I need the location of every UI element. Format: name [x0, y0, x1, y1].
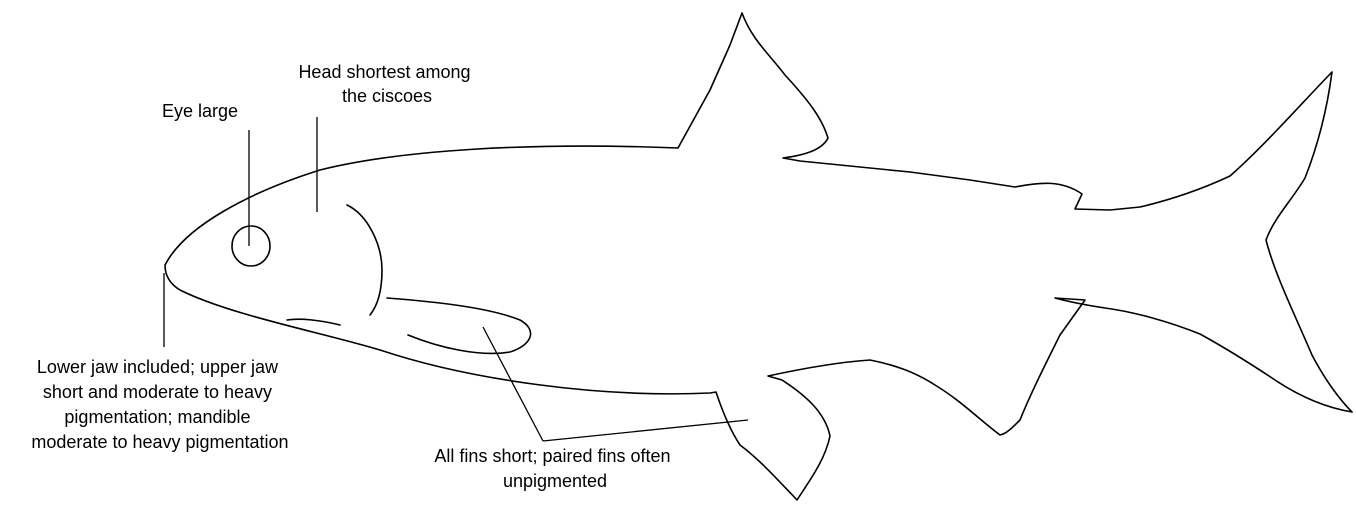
jaw-line-outline — [287, 319, 340, 325]
jaw-label-line-3: pigmentation; mandible — [64, 407, 250, 427]
jaw-label-line-4: moderate to heavy pigmentation — [31, 432, 288, 452]
fins-label-line-2: unpigmented — [503, 471, 607, 491]
jaw-label-line-2: short and moderate to heavy — [43, 382, 272, 402]
pectoral-fin-outline — [387, 298, 531, 353]
jaw-label-line-1: Lower jaw included; upper jaw — [37, 357, 279, 377]
fins-label: All fins short; paired fins often unpigm… — [434, 446, 675, 491]
head-label-line-2: the ciscoes — [342, 86, 432, 106]
gill-cover-outline — [347, 205, 382, 315]
eye-label-line: Eye large — [162, 101, 238, 121]
jaw-label: Lower jaw included; upper jaw short and … — [31, 357, 288, 452]
eye-outline — [232, 226, 270, 266]
eye-label: Eye large — [162, 101, 238, 121]
fins-label-line-1: All fins short; paired fins often — [434, 446, 670, 466]
head-label: Head shortest among the ciscoes — [298, 62, 475, 106]
head-label-line-1: Head shortest among — [298, 62, 470, 82]
fins-leader-line-pelvic — [543, 420, 748, 441]
